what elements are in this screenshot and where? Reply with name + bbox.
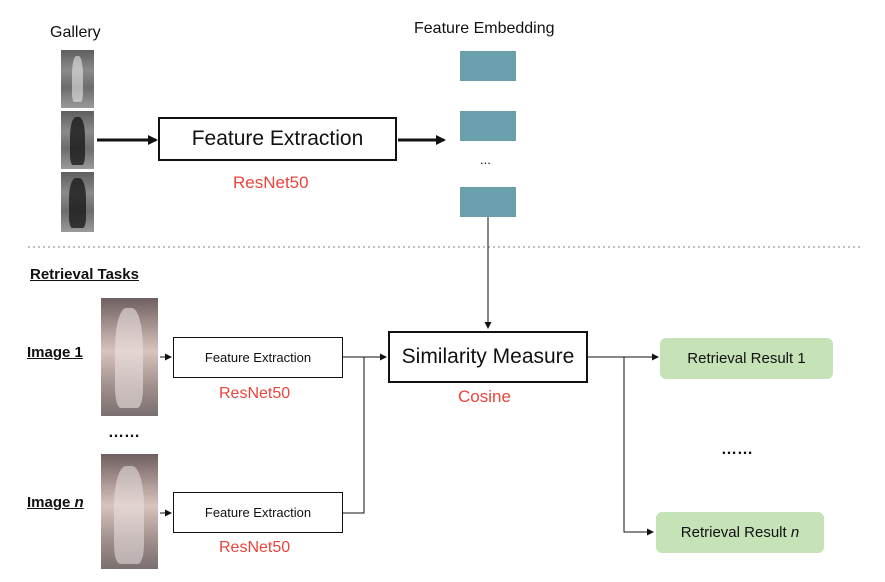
gallery-photo-1 [61, 50, 94, 108]
image1-label: Image 1 [27, 344, 83, 361]
query-image-1 [101, 298, 158, 416]
similarity-measure-box: Similarity Measure [388, 331, 588, 383]
feature-extraction-box-n: Feature Extraction [173, 492, 343, 533]
retrieval-result-1: Retrieval Result 1 [660, 338, 833, 379]
result-ellipsis: …… [721, 441, 753, 458]
gallery-image-strip [61, 50, 94, 232]
imagen-label-text: Image [27, 494, 71, 511]
result-n-text: Retrieval Result [680, 524, 787, 541]
top-feature-extraction-box: Feature Extraction [158, 117, 397, 161]
imagen-label: Image n [27, 494, 84, 511]
connector-extractionn-to-merge [343, 357, 365, 514]
retrieval-result-n: Retrieval Result n [656, 512, 824, 553]
imagen-label-suffix: n [74, 494, 84, 511]
query-image-n [101, 454, 158, 569]
embedding-vector-n [460, 187, 516, 217]
embedding-ellipsis: ... [480, 152, 491, 167]
gallery-photo-3 [61, 172, 94, 232]
model-label-1: ResNet50 [219, 385, 291, 402]
similarity-metric-label: Cosine [458, 387, 511, 406]
model-label-n: ResNet50 [219, 539, 291, 556]
query-ellipsis: …… [108, 424, 140, 441]
feature-extraction-box-1: Feature Extraction [173, 337, 343, 378]
retrieval-tasks-title: Retrieval Tasks [30, 266, 139, 283]
top-model-label: ResNet50 [233, 173, 309, 192]
embedding-vector-2 [460, 111, 516, 141]
embedding-title: Feature Embedding [414, 20, 555, 37]
embedding-vector-1 [460, 51, 516, 81]
arrow-similarity-to-resultn [623, 357, 654, 536]
result-n-suffix: n [790, 524, 800, 541]
gallery-photo-2 [61, 111, 94, 169]
gallery-title: Gallery [50, 24, 101, 41]
